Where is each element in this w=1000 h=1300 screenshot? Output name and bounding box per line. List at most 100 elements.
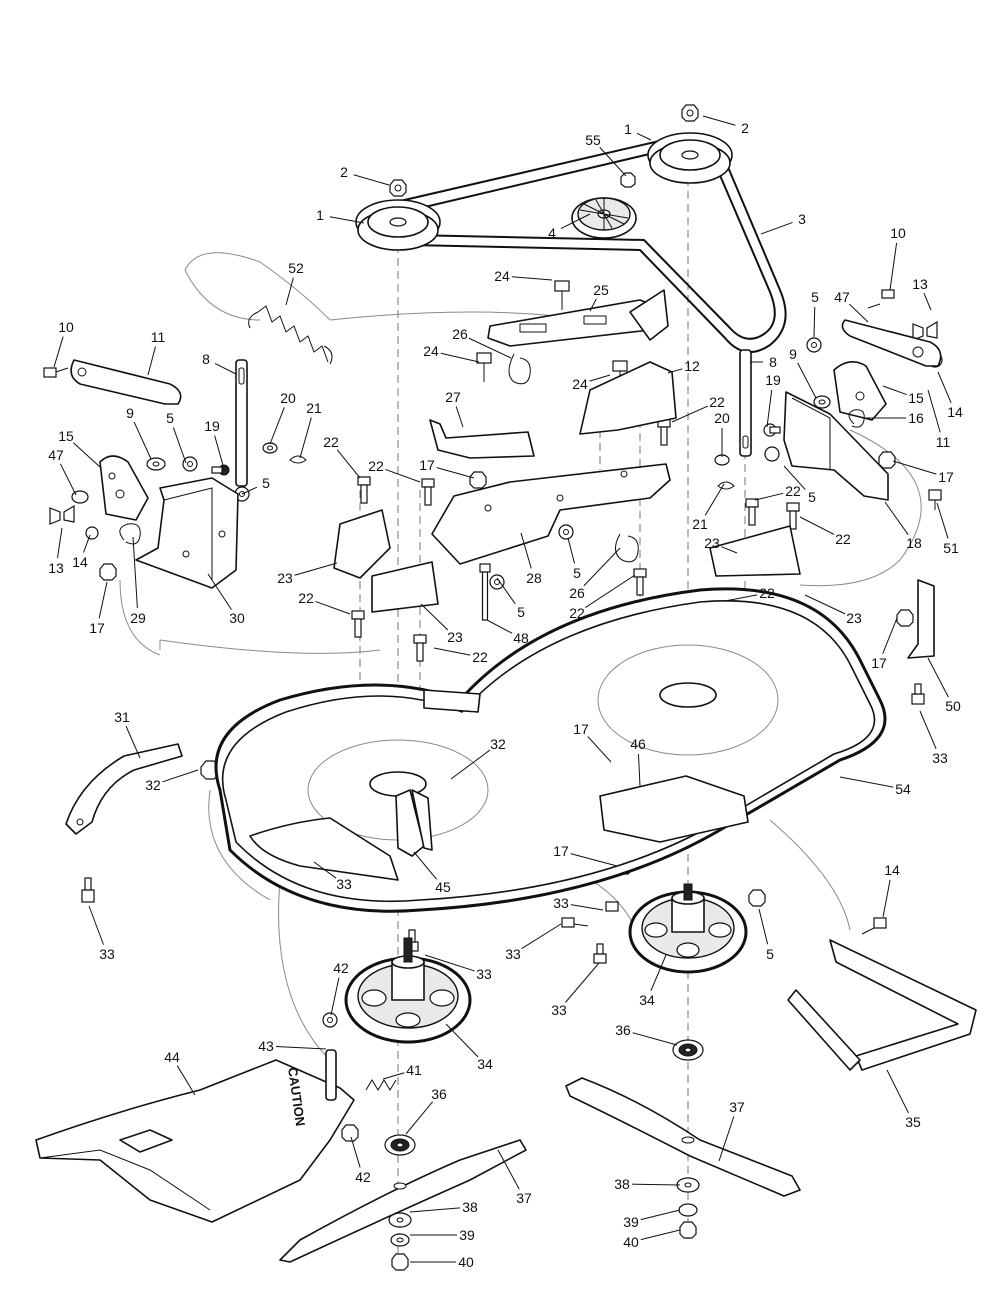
callout-38: 38 xyxy=(614,1176,681,1192)
callout-leader xyxy=(214,363,237,375)
idler-pulley xyxy=(571,197,637,239)
plate-25 xyxy=(487,289,669,347)
callout-leader xyxy=(632,1032,678,1046)
callout-10: 10 xyxy=(889,225,906,291)
callout-number: 5 xyxy=(811,289,819,305)
callout-number: 15 xyxy=(58,428,74,444)
rod-43 xyxy=(325,1049,337,1101)
callout-leader xyxy=(724,594,758,602)
callout-number: 23 xyxy=(846,610,862,626)
callout-leader xyxy=(927,657,949,698)
callout-number: 14 xyxy=(72,554,88,570)
shield-23c xyxy=(709,525,801,577)
callout-leader xyxy=(882,385,907,396)
shield-23b xyxy=(371,561,439,613)
callout-leader xyxy=(433,647,471,656)
callout-42: 42 xyxy=(330,960,349,1016)
callout-leader xyxy=(589,374,611,382)
callout-33: 33 xyxy=(553,895,604,911)
callout-number: 17 xyxy=(938,469,954,485)
callout-14: 14 xyxy=(937,371,963,420)
plate-15-left xyxy=(99,455,149,521)
callout-leader xyxy=(436,467,475,479)
callout-26: 26 xyxy=(569,547,621,601)
callout-leader xyxy=(839,776,894,788)
callout-number: 32 xyxy=(145,777,161,793)
callout-number: 33 xyxy=(551,1002,567,1018)
bracket-18 xyxy=(783,391,889,501)
callout-number: 37 xyxy=(729,1099,745,1115)
callout-number: 22 xyxy=(368,458,384,474)
callout-number: 28 xyxy=(526,570,542,586)
callout-44: 44 xyxy=(164,1049,196,1096)
callout-14: 14 xyxy=(72,534,91,570)
callout-number: 27 xyxy=(445,389,461,405)
callout-number: 22 xyxy=(785,483,801,499)
callout-37: 37 xyxy=(718,1099,745,1162)
callout-number: 17 xyxy=(89,620,105,636)
callout-number: 24 xyxy=(494,268,510,284)
callout-leader xyxy=(60,463,77,496)
callout-leader xyxy=(758,908,769,945)
callout-leader xyxy=(587,736,612,763)
callout-22: 22 xyxy=(724,585,775,602)
callout-number: 47 xyxy=(834,289,850,305)
callout-leader xyxy=(405,1101,434,1135)
callout-number: 52 xyxy=(288,260,304,276)
callout-leader xyxy=(589,298,597,312)
bracket-30 xyxy=(135,477,239,589)
callout-number: 13 xyxy=(912,276,928,292)
bracket-45 xyxy=(395,789,433,857)
callout-number: 33 xyxy=(476,966,492,982)
callout-23: 23 xyxy=(704,535,738,554)
callout-18: 18 xyxy=(884,501,922,551)
callout-number: 23 xyxy=(277,570,293,586)
callout-number: 5 xyxy=(166,410,174,426)
callout-28: 28 xyxy=(520,532,542,586)
callout-number: 33 xyxy=(553,895,569,911)
callout-leader xyxy=(721,546,738,554)
callout-leader xyxy=(56,527,63,559)
spindle-34-right xyxy=(628,883,748,974)
callout-number: 2 xyxy=(741,120,749,136)
nut-40-left xyxy=(391,1253,409,1271)
callout-number: 22 xyxy=(835,531,851,547)
callout-35: 35 xyxy=(886,1069,921,1130)
callout-number: 36 xyxy=(431,1086,447,1102)
handle-35 xyxy=(787,939,977,1071)
callout-number: 23 xyxy=(447,629,463,645)
bolt-24a xyxy=(554,280,570,310)
callout-leader xyxy=(882,879,891,918)
spring-26b xyxy=(615,533,639,563)
callout-number: 20 xyxy=(280,390,296,406)
callout-22: 22 xyxy=(298,590,351,615)
callout-number: 21 xyxy=(306,400,322,416)
callout-number: 5 xyxy=(262,475,270,491)
callout-number: 38 xyxy=(614,1176,630,1192)
callout-number: 1 xyxy=(316,207,324,223)
callout-number: 26 xyxy=(452,326,468,342)
callout-32: 32 xyxy=(145,769,199,793)
callout-number: 14 xyxy=(947,404,963,420)
callout-leader xyxy=(315,600,351,615)
callout-17: 17 xyxy=(419,457,475,479)
callout-leader xyxy=(285,277,294,306)
wingnut-13-right xyxy=(912,320,938,341)
callout-33: 33 xyxy=(551,962,600,1018)
arm-11-right xyxy=(841,319,942,367)
callout-leader xyxy=(455,406,464,428)
callout-number: 34 xyxy=(477,1056,493,1072)
discharge-chute-44: CAUTION xyxy=(35,1059,355,1223)
callout-1: 1 xyxy=(316,207,365,224)
callout-number: 24 xyxy=(423,343,439,359)
callout-leader xyxy=(521,923,562,950)
callout-29: 29 xyxy=(130,536,146,626)
shield-23a xyxy=(333,509,391,579)
bracket-27 xyxy=(429,419,535,459)
callout-number: 55 xyxy=(585,132,601,148)
callout-number: 22 xyxy=(569,605,585,621)
callout-leader xyxy=(702,115,736,126)
callout-leader xyxy=(754,492,784,501)
callout-8: 8 xyxy=(202,351,237,375)
